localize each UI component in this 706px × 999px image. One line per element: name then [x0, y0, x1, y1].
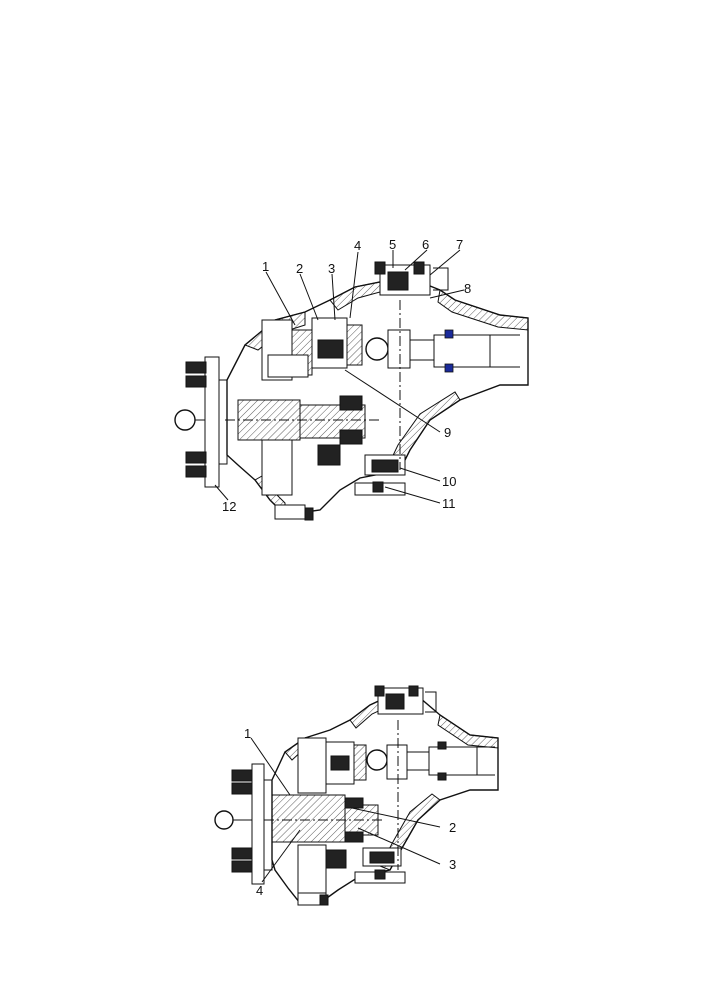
top-callout-1: 1: [262, 259, 269, 274]
top-callout-2: 2: [296, 261, 303, 276]
bottom-leader-lines: [250, 737, 441, 883]
top-callout-8: 8: [464, 281, 471, 296]
top-callout-10: 10: [442, 474, 456, 489]
bottom-callout-1: 1: [244, 726, 251, 741]
bottom-callout-2: 2: [449, 820, 456, 835]
top-mounting-flange: [174, 356, 228, 488]
top-callout-3: 3: [328, 261, 335, 276]
top-callout-6: 6: [422, 237, 429, 252]
bottom-callout-3: 3: [449, 857, 456, 872]
top-assembly-drawing: [174, 261, 529, 521]
top-callout-5: 5: [389, 237, 396, 252]
bottom-mounting-flange: [214, 763, 273, 885]
bottom-assembly-drawing: [214, 685, 499, 906]
top-callouts: 1 2 3 4 5 6 7 8 9 10 11 12: [222, 237, 471, 514]
top-callout-11: 11: [442, 496, 456, 511]
bottom-callout-4: 4: [256, 883, 263, 898]
top-callout-7: 7: [456, 237, 463, 252]
top-callout-9: 9: [444, 425, 451, 440]
top-callout-12: 12: [222, 499, 236, 514]
top-leader-lines: [214, 249, 465, 504]
bottom-callouts: 1 2 3 4: [244, 726, 456, 898]
top-callout-4: 4: [354, 238, 361, 253]
